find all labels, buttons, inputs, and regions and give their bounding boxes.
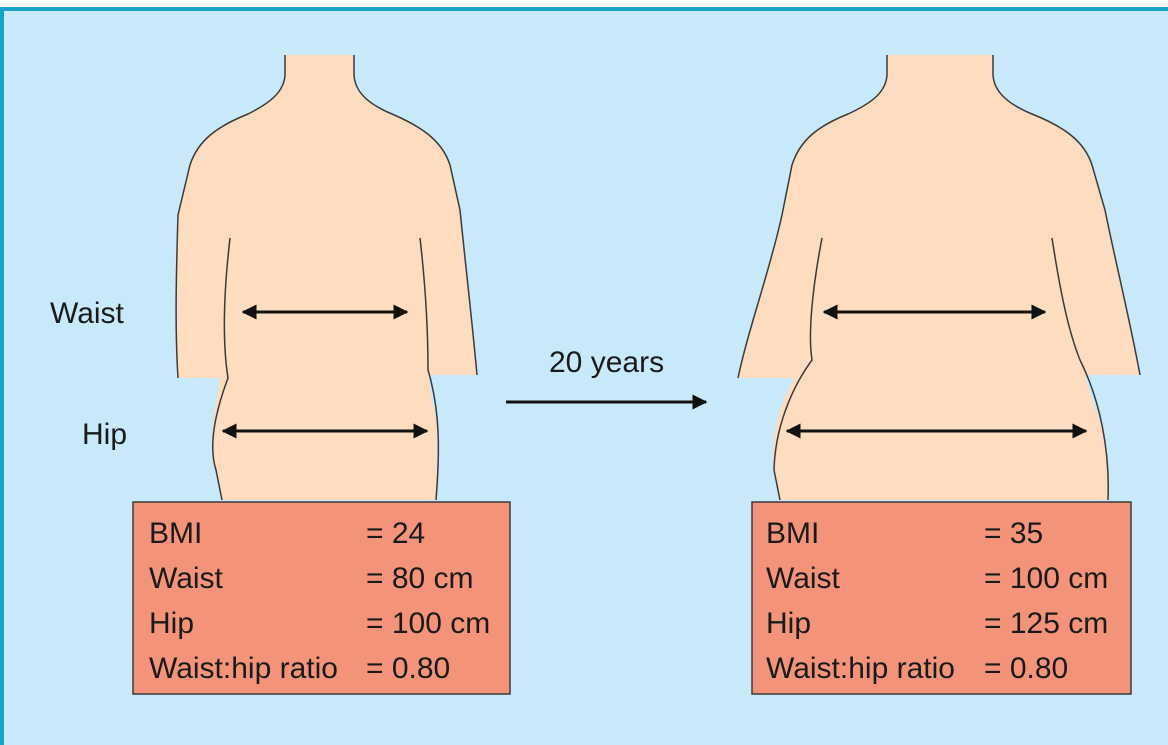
- hip-label: Hip: [82, 418, 127, 451]
- waist-label: Waist: [50, 297, 125, 330]
- transition-label: 20 years: [549, 346, 664, 379]
- ratio-stat-label: Waist:hip ratio: [766, 652, 955, 685]
- hip-stat-label: Hip: [149, 607, 194, 640]
- ratio-stat-label: Waist:hip ratio: [149, 652, 338, 685]
- bmi-value: = 35: [984, 517, 1043, 550]
- bmi-label: BMI: [149, 517, 202, 550]
- waist-stat-value: = 100 cm: [984, 562, 1108, 595]
- waist-stat-label: Waist: [149, 562, 224, 595]
- hip-stat-label: Hip: [766, 607, 811, 640]
- hip-stat-value: = 125 cm: [984, 607, 1108, 640]
- waist-stat-value: = 80 cm: [366, 562, 474, 595]
- stats-box-before: BMI = 24 Waist = 80 cm Hip = 100 cm Wais…: [133, 502, 510, 694]
- bmi-value: = 24: [366, 517, 425, 550]
- stats-box-after: BMI = 35 Waist = 100 cm Hip = 125 cm Wai…: [752, 502, 1131, 694]
- ratio-stat-value: = 0.80: [366, 652, 450, 685]
- bmi-label: BMI: [766, 517, 819, 550]
- waist-stat-label: Waist: [766, 562, 841, 595]
- ratio-stat-value: = 0.80: [984, 652, 1068, 685]
- hip-stat-value: = 100 cm: [366, 607, 490, 640]
